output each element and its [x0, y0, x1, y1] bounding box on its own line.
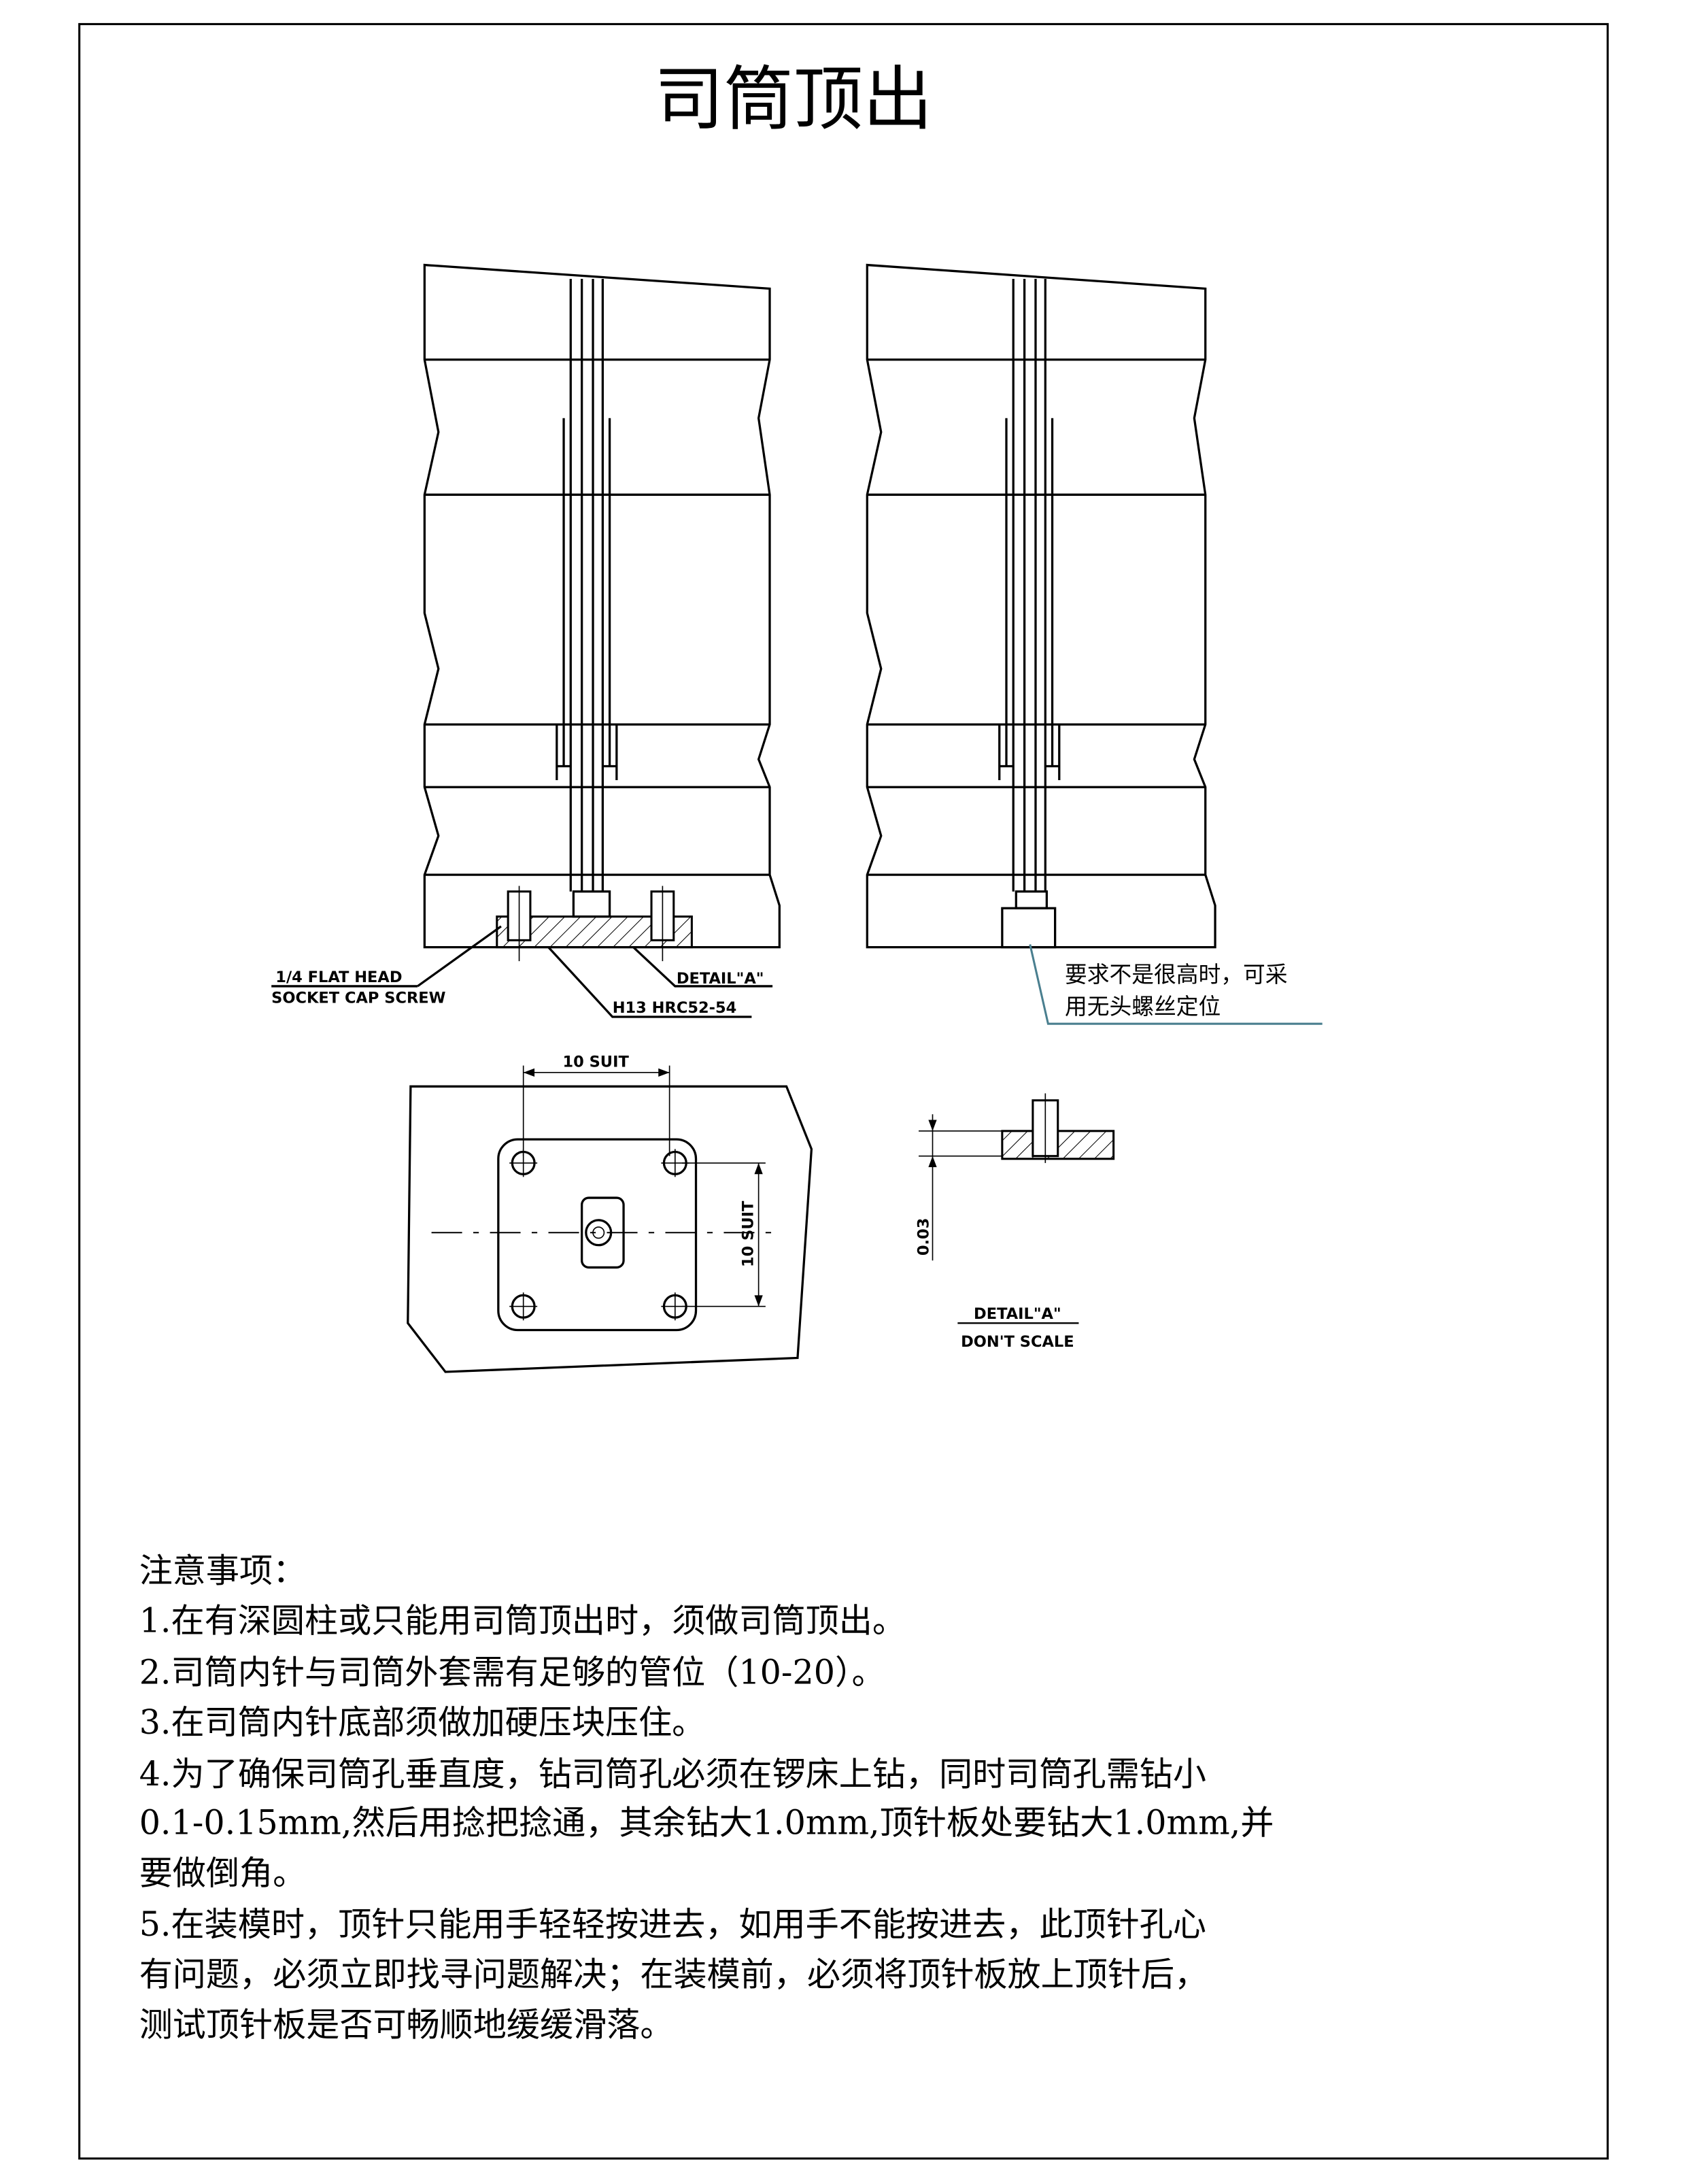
alt-note-line1: 要求不是很高时，可采 — [1065, 962, 1288, 988]
note-line: 有问题，必须立即找寻问题解决；在装模前，必须将顶针板放上顶针后， — [139, 1955, 1208, 1994]
note-line: 4.为了确保司筒孔垂直度，钻司筒孔必须在锣床上钻，同时司筒孔需钻小 — [139, 1754, 1206, 1794]
dim-detail-label: 0.03 — [915, 1218, 932, 1256]
material-label: H13 HRC52-54 — [613, 999, 737, 1017]
screw-label-line2: SOCKET CAP SCREW — [271, 989, 445, 1007]
note-line: 测试顶针板是否可畅顺地缓缓滑落。 — [139, 2004, 674, 2044]
note-line: 0.1-0.15mm,然后用捻把捻通，其余钻大1.0mm,顶针板处要钻大1.0m… — [139, 1803, 1274, 1843]
alt-note-line2: 用无头螺丝定位 — [1065, 994, 1221, 1020]
section-view-with-set-screw — [866, 263, 1323, 1025]
sheet-border — [78, 22, 1609, 2160]
detail-title: DETAIL"A" — [974, 1305, 1061, 1323]
note-line: 1.在有深圆柱或只能用司筒顶出时，须做司筒顶出。 — [139, 1601, 906, 1641]
notes-heading: 注意事项： — [139, 1551, 307, 1590]
dim-vertical-label: 10 SUIT — [739, 1200, 757, 1267]
plan-view — [407, 1065, 813, 1373]
note-line: 2.司筒内针与司筒外套需有足够的管位（10-20）。 — [139, 1652, 885, 1692]
screw-label-line1: 1/4 FLAT HEAD — [275, 969, 402, 986]
page-title: 司筒顶出 — [654, 59, 932, 140]
detail-scale-note: DON'T SCALE — [961, 1333, 1074, 1351]
section-view-with-plate — [271, 263, 781, 1018]
note-line: 要做倒角。 — [139, 1853, 307, 1892]
note-line: 5.在装模时，顶针只能用手轻轻按进去，如用手不能按进去，此顶针孔心 — [139, 1904, 1206, 1944]
notes-block: 注意事项： 1.在有深圆柱或只能用司筒顶出时，须做司筒顶出。 2.司筒内针与司筒… — [139, 1551, 1274, 2044]
detail-a-view — [919, 1093, 1115, 1324]
dim-horizontal-label: 10 SUIT — [562, 1054, 629, 1071]
detail-ref-label: DETAIL"A" — [677, 970, 764, 988]
note-line: 3.在司筒内针底部须做加硬压块压住。 — [139, 1702, 706, 1742]
